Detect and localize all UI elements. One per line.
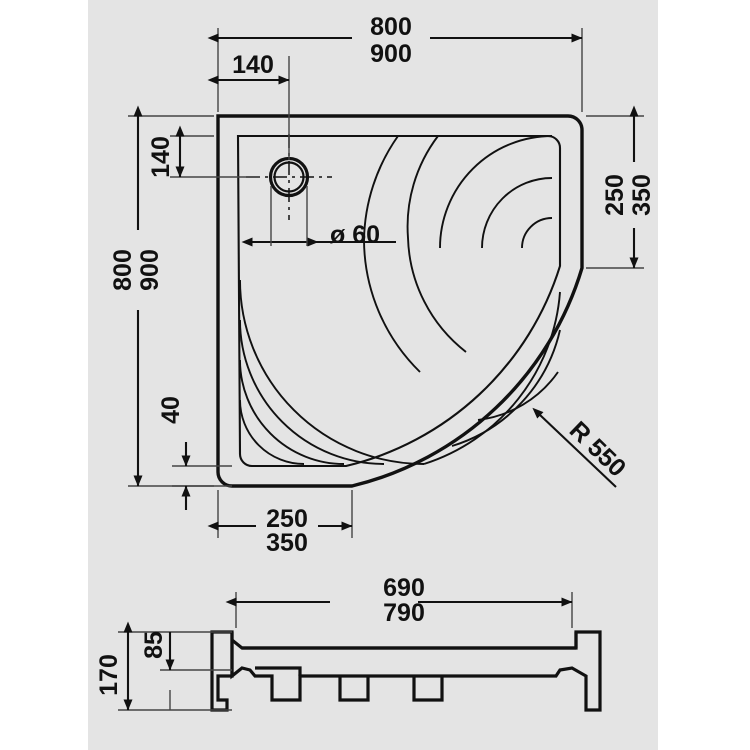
section-dimension-lines	[123, 597, 573, 711]
label-depth-900: 900	[136, 249, 164, 291]
drawing-sheet	[88, 0, 658, 750]
label-offset-40: 40	[157, 396, 185, 424]
label-drain-offset-x: 140	[232, 51, 274, 79]
tray-outer-outline	[216, 114, 584, 488]
tray-inner-rim	[236, 134, 562, 468]
label-drain-offset-y: 140	[147, 136, 175, 178]
label-bottom-250: 250	[266, 505, 308, 533]
tray-surface-pattern	[239, 135, 561, 465]
label-right-250: 250	[601, 174, 629, 216]
label-bottom-350: 350	[266, 529, 308, 557]
label-width-900: 900	[370, 40, 412, 68]
label-section-170: 170	[95, 654, 123, 696]
plan-dimension-lines	[133, 33, 639, 531]
label-section-690: 690	[383, 574, 425, 602]
label-depth-800: 800	[109, 249, 137, 291]
label-width-800: 800	[370, 13, 412, 41]
leader-radius	[532, 407, 617, 488]
label-right-350: 350	[628, 174, 656, 216]
label-section-85: 85	[140, 631, 168, 659]
label-section-790: 790	[383, 599, 425, 627]
label-drain-diameter: ø 60	[330, 221, 380, 249]
